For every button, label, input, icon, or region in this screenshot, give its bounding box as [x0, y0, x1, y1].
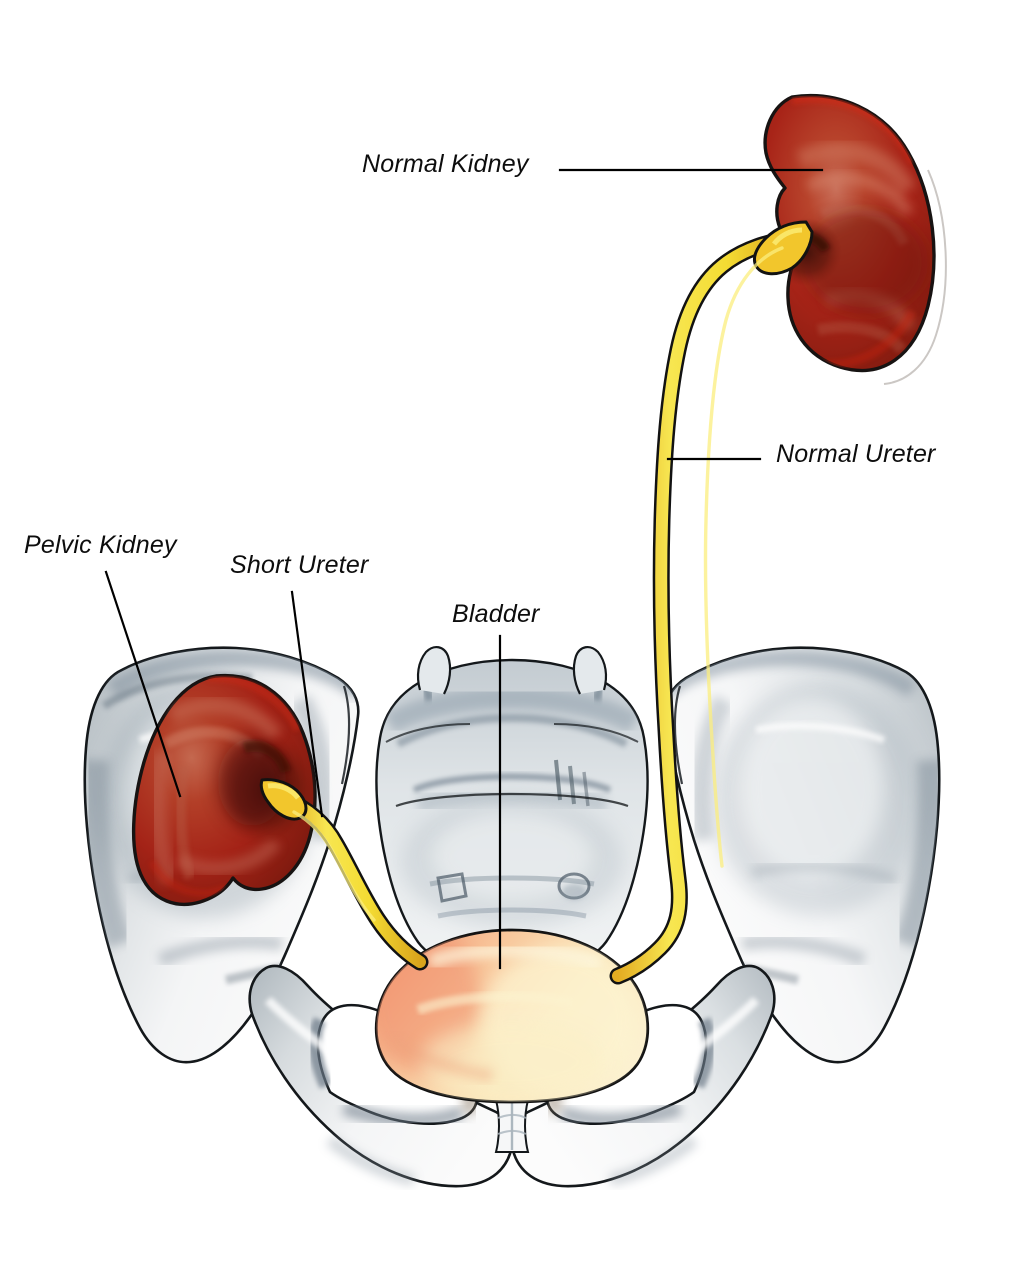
label-short-ureter: Short Ureter [230, 551, 369, 579]
leader-lines [104, 168, 824, 970]
right-ilium [664, 646, 941, 1064]
short-ureter [259, 778, 429, 971]
label-normal-ureter: Normal Ureter [776, 440, 936, 468]
label-bladder: Bladder [452, 600, 540, 628]
sacrum [375, 646, 649, 976]
normal-ureter [609, 220, 814, 985]
label-pelvic-kidney: Pelvic Kidney [24, 531, 177, 559]
label-normal-kidney: Normal Kidney [362, 150, 529, 178]
leader-short-ureter [290, 590, 324, 818]
bladder [374, 928, 650, 1104]
leader-pelvic-kidney [104, 570, 182, 798]
